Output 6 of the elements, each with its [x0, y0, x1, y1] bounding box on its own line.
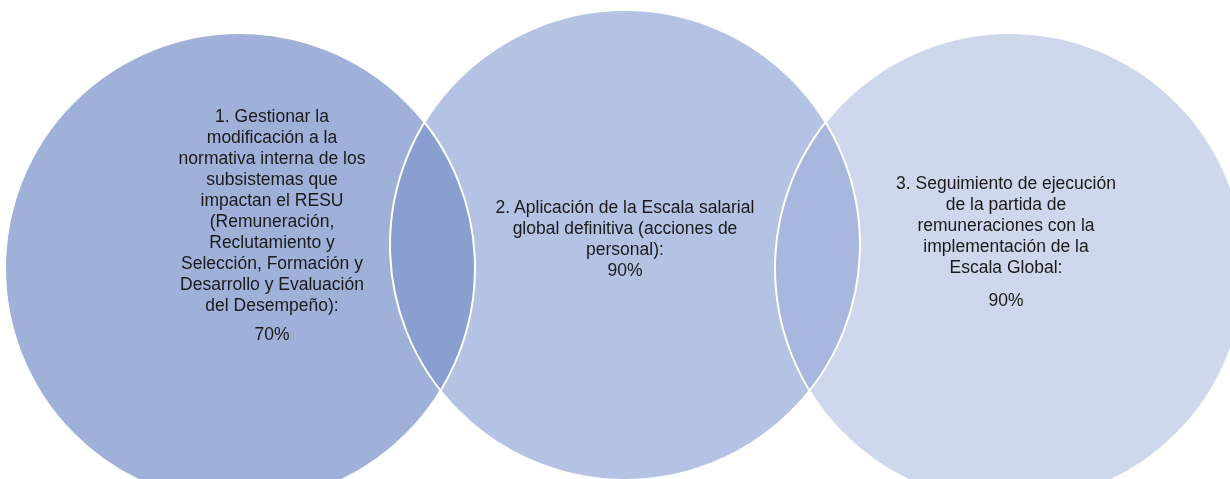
circle-text: 70% — [254, 324, 290, 345]
circle-text: 1. Gestionar la modificación a la normativa interna de los subsistemas que impactan el RESU (Remuneración, Reclutamiento y Selección, Formación y Desarrollo y Evaluación del Desempeño): — [177, 106, 367, 316]
circle-text: 90% — [988, 290, 1024, 311]
circle-text: 3. Seguimiento de ejecución de la partida de remuneraciones con la implementación de la Escala Global: — [895, 173, 1117, 278]
circle-text: 2. Aplicación de la Escala salarial global definitiva (acciones de personal): — [494, 197, 756, 260]
circle-text: 90% — [607, 260, 643, 281]
